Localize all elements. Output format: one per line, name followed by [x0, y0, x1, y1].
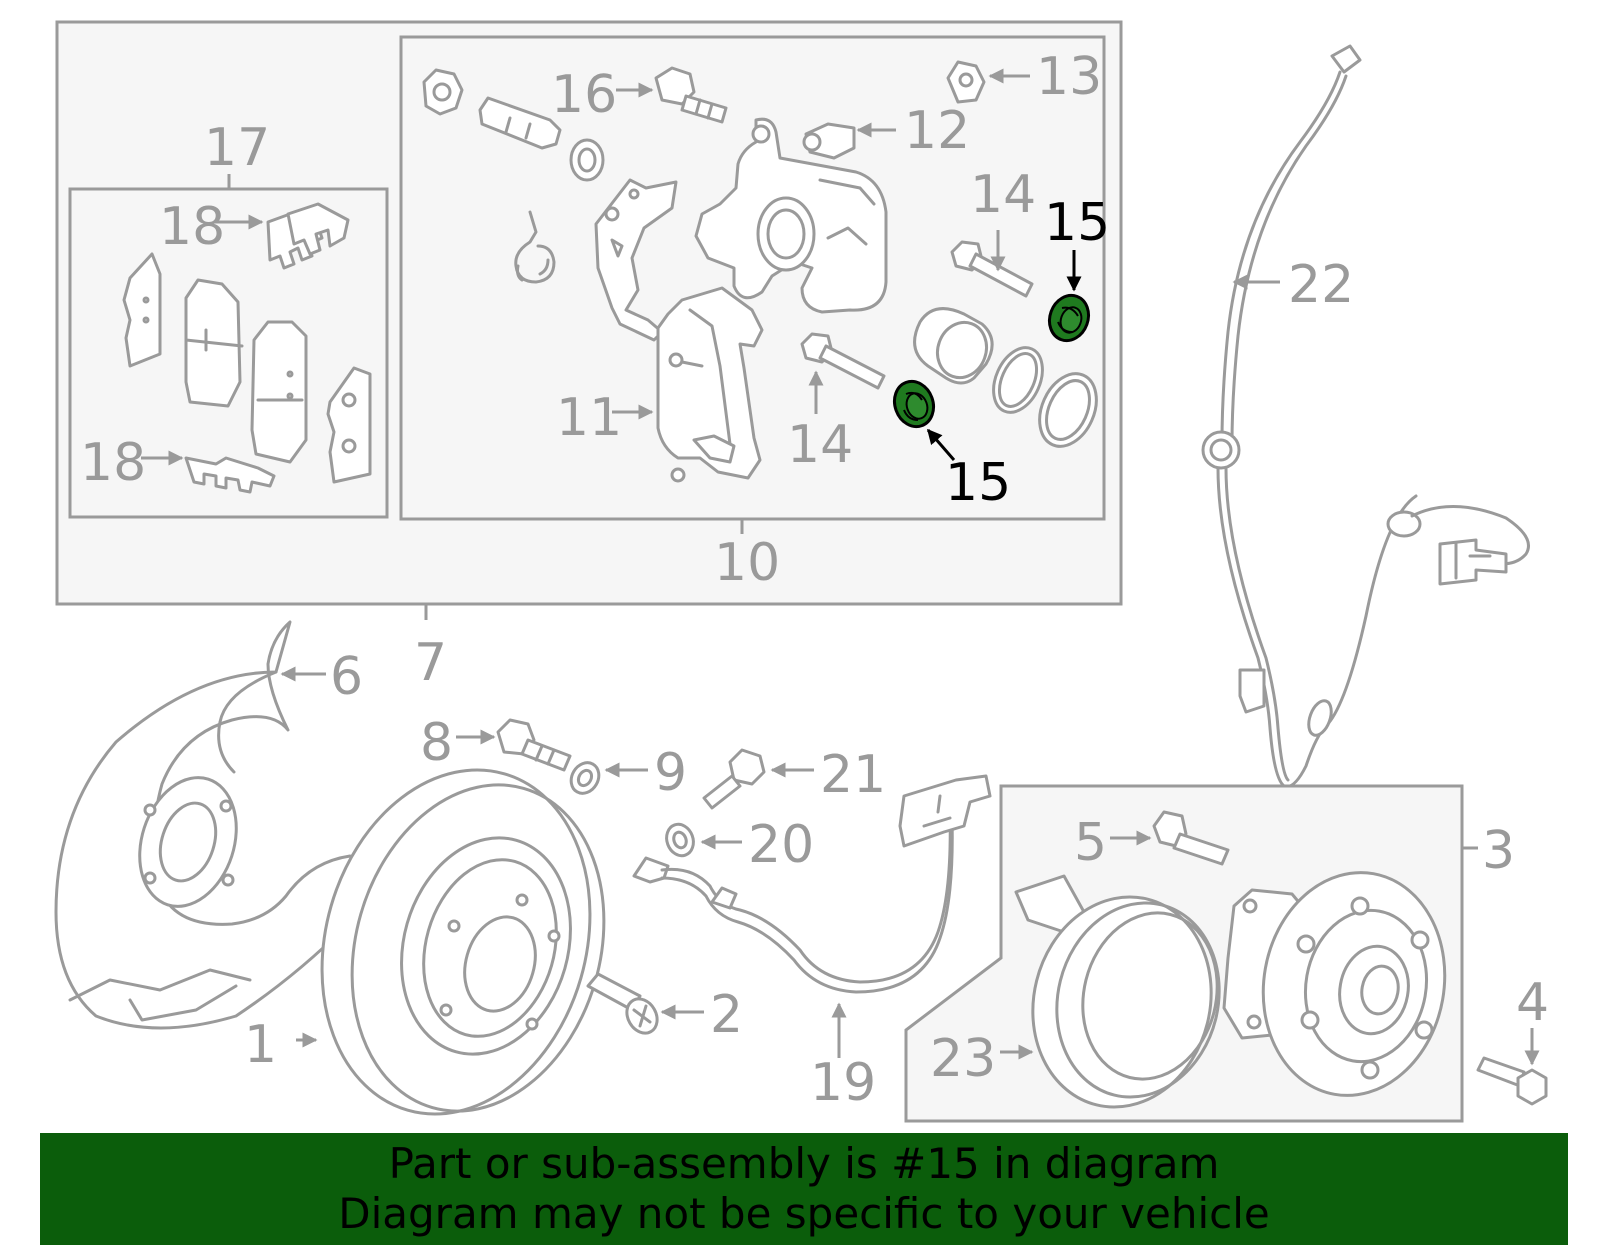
caliper-carrier: [656, 286, 764, 483]
label-15-lower: 15: [945, 453, 1011, 513]
label-3: 3: [1482, 821, 1515, 881]
banner-line-2: Diagram may not be specific to your vehi…: [338, 1189, 1270, 1238]
label-21: 21: [820, 745, 886, 805]
label-14-lower: 14: [787, 415, 853, 475]
guide-pin-lower-14: [800, 332, 886, 390]
highlighted-part-15-lower[interactable]: [888, 376, 939, 432]
label-7: 7: [414, 633, 447, 693]
pad-clip-upper: [266, 202, 350, 270]
label-12: 12: [904, 101, 970, 161]
label-14-upper: 14: [970, 165, 1036, 225]
pad-clip-lower: [184, 456, 276, 494]
screw-2: [586, 972, 659, 1035]
wheel-bearing: [1014, 874, 1221, 1109]
label-18-upper: 18: [159, 197, 225, 257]
guide-pin-boot: [569, 138, 605, 182]
label-16: 16: [551, 65, 617, 125]
wheel-speed-sensor-harness: [1201, 44, 1530, 789]
wheel-hub-flange: [1222, 871, 1447, 1097]
label-20: 20: [748, 815, 814, 875]
anti-rattle-spring: [514, 210, 556, 284]
label-13: 13: [1036, 47, 1102, 107]
highlighted-part-15-upper[interactable]: [1043, 290, 1094, 346]
label-1: 1: [244, 1015, 277, 1075]
label-4: 4: [1516, 973, 1549, 1033]
label-2: 2: [710, 985, 743, 1045]
brake-pad-inner: [184, 278, 244, 408]
banner-line-1: Part or sub-assembly is #15 in diagram: [388, 1139, 1220, 1188]
bolt-4: [1476, 1056, 1548, 1106]
caliper-housing: [694, 117, 888, 314]
cap-13: [946, 60, 986, 104]
brake-hose: [632, 774, 992, 994]
piston-seal: [992, 346, 1044, 414]
label-19: 19: [810, 1053, 876, 1113]
brake-pad-shim-left: [122, 252, 162, 368]
hub-bolt-5: [1152, 810, 1230, 866]
guide-pin-boot-nut: [422, 68, 464, 116]
washer-20: [665, 822, 695, 858]
label-18-lower: 18: [80, 433, 146, 493]
label-9: 9: [654, 743, 687, 803]
bolt-21: [702, 748, 766, 810]
label-22: 22: [1288, 255, 1354, 315]
label-17: 17: [204, 118, 270, 178]
washer-9: [569, 761, 601, 795]
brake-pad-shim-right: [326, 366, 372, 484]
bleeder-screw-12: [802, 122, 856, 160]
caliper-piston: [913, 307, 994, 385]
bolt-16: [654, 66, 728, 124]
info-banner: Part or sub-assembly is #15 in diagram D…: [40, 1133, 1568, 1245]
label-11: 11: [556, 388, 622, 448]
guide-pin-upper-14: [950, 240, 1034, 298]
caliper-plate: [594, 178, 678, 342]
label-8: 8: [420, 713, 453, 773]
bolt-8: [496, 718, 572, 772]
dust-shield: [54, 620, 380, 1030]
label-6: 6: [330, 647, 363, 707]
brake-pad-outer: [250, 320, 308, 464]
label-23: 23: [930, 1029, 996, 1089]
dust-boot: [1038, 372, 1098, 448]
brake-rotor: [320, 768, 606, 1116]
label-10: 10: [714, 533, 780, 593]
guide-pin-upper: [478, 96, 562, 150]
label-15-upper: 15: [1044, 193, 1110, 253]
label-5: 5: [1074, 813, 1107, 873]
